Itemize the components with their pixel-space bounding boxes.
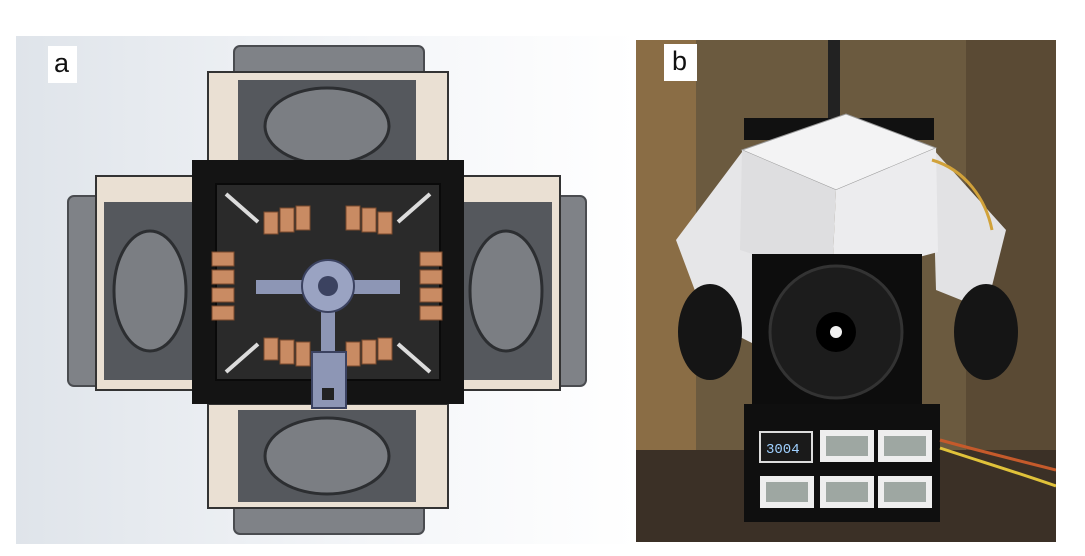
right-side-panel: [932, 148, 1006, 310]
fan-bottom: [207, 403, 449, 535]
fan-right: [455, 175, 587, 391]
copper-coils: [211, 205, 443, 367]
panel-a-cad-render: a: [16, 36, 636, 544]
panel-a-label: a: [48, 46, 78, 83]
panel-b-photo: 3004 b: [636, 40, 1056, 542]
box-right: [832, 148, 938, 280]
left-fan: [678, 284, 742, 380]
center-hub: [256, 259, 400, 409]
fan-left: [67, 175, 201, 391]
display-readout-1: 3004: [766, 442, 800, 458]
fan-top: [207, 45, 449, 177]
right-fan: [954, 284, 1018, 380]
rod: [828, 40, 840, 124]
front-fan: [752, 254, 922, 414]
cad-render-drawing: [67, 45, 587, 535]
panel-b-label: b: [664, 44, 698, 81]
display-panels: [759, 430, 932, 508]
box-left: [740, 150, 836, 280]
photo-drawing: 3004: [636, 40, 1056, 542]
